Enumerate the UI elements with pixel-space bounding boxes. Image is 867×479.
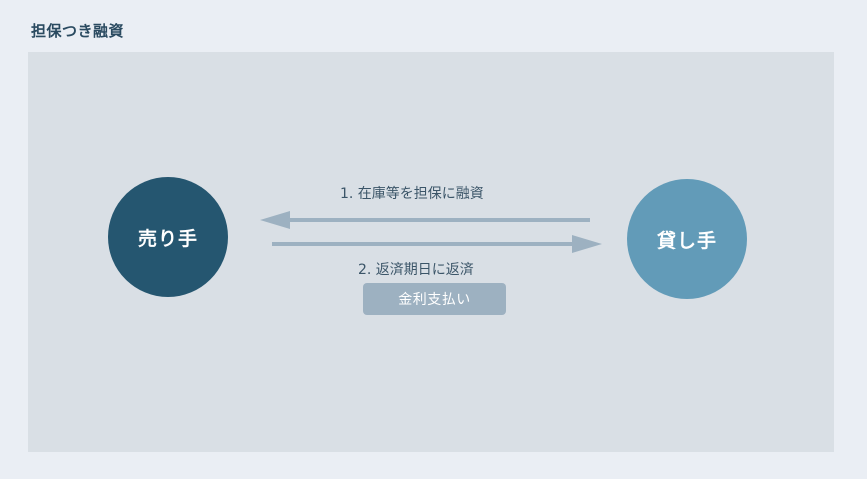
seller-node: 売り手	[108, 177, 228, 297]
lender-label: 貸し手	[656, 229, 717, 252]
loan-arrow	[260, 211, 590, 229]
repayment-arrow	[272, 235, 602, 253]
loan-arrow-head	[260, 211, 290, 229]
interest-badge: 金利支払い	[363, 283, 506, 315]
page-title: 担保つき融資	[31, 22, 125, 40]
repayment-label: 2. 返済期日に返済	[358, 262, 474, 278]
loan-label: 1. 在庫等を担保に融資	[340, 186, 484, 202]
flow-arrows	[260, 211, 602, 253]
diagram-panel: 売り手 貸し手 1. 在庫等を担保に融資 2. 返済期日に返済 金利支払い	[28, 52, 834, 452]
lender-node: 貸し手	[627, 179, 747, 299]
repayment-arrow-head	[572, 235, 602, 253]
seller-label: 売り手	[137, 227, 198, 250]
